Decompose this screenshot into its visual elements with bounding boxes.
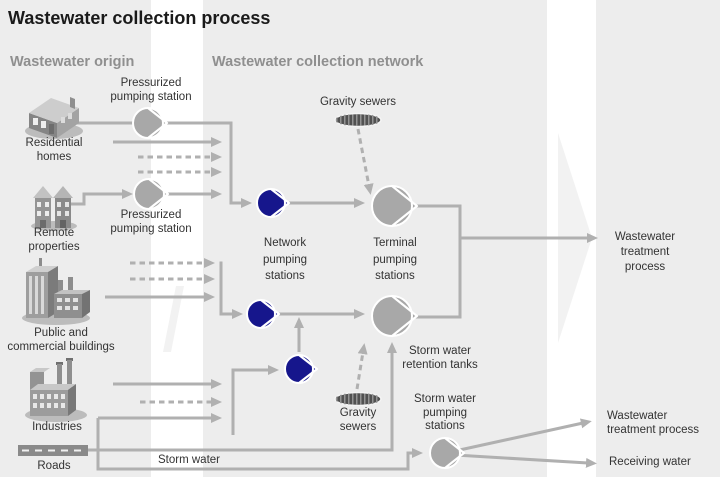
label-storm-water-retention-tanks: Storm water retention tanks [402, 345, 478, 371]
label-storm-water-pumping-stations: Storm water pumping stations [414, 393, 476, 432]
label-public-commercial-buildings: Public and commercial buildings [7, 327, 115, 353]
network-pumping-station-2-icon [246, 298, 281, 330]
section-header-wastewater-origin: Wastewater origin [10, 54, 135, 70]
label-gravity-sewers-bottom: Gravity sewers [339, 407, 377, 433]
label-pressurized-pumping-station-2: Pressurized pumping station [110, 209, 192, 235]
label-residential-homes: Residential homes [25, 137, 83, 163]
terminal-pumping-station-1-icon [371, 184, 419, 228]
network-pumping-station-1-icon [256, 187, 291, 219]
pressurized-pumping-station-2-icon [133, 177, 170, 211]
label-roads: Roads [37, 460, 71, 472]
remote-properties-icon [31, 186, 77, 231]
background-arrow-edge [163, 286, 184, 352]
label-storm-water-line: Storm water [158, 454, 220, 466]
label-pressurized-pumping-station-1: Pressurized pumping station [110, 77, 192, 103]
industries-icon [25, 358, 87, 422]
terminal-pumping-station-2-icon [371, 294, 419, 338]
page-title: Wastewater collection process [8, 8, 271, 28]
label-gravity-sewers-top: Gravity sewers [319, 96, 397, 108]
label-network-pumping-stations: Network pumping stations [262, 237, 308, 282]
label-output-receiving-water: Receiving water [609, 456, 691, 468]
label-output-wastewater-treatment-main: Wastewater treatment process [614, 231, 676, 273]
flow-lines [70, 121, 598, 471]
label-industries: Industries [32, 421, 82, 433]
section-header-collection-network: Wastewater collection network [212, 54, 424, 70]
gravity-sewer-bottom-icon [334, 391, 382, 407]
network-pumping-station-3-icon [284, 353, 319, 385]
background-band-left [151, 0, 203, 477]
gravity-sewer-top-icon [334, 112, 382, 128]
roads-icon [18, 445, 88, 456]
label-terminal-pumping-stations: Terminal pumping stations [372, 237, 418, 282]
storm-water-pumping-station-icon [429, 436, 466, 470]
label-remote-properties: Remote properties [28, 227, 80, 253]
residential-homes-icon [25, 97, 83, 139]
pressurized-pumping-station-1-icon [132, 106, 169, 140]
label-output-wastewater-treatment-storm: Wastewater treatment process [607, 410, 700, 436]
public-commercial-buildings-icon [22, 258, 90, 325]
